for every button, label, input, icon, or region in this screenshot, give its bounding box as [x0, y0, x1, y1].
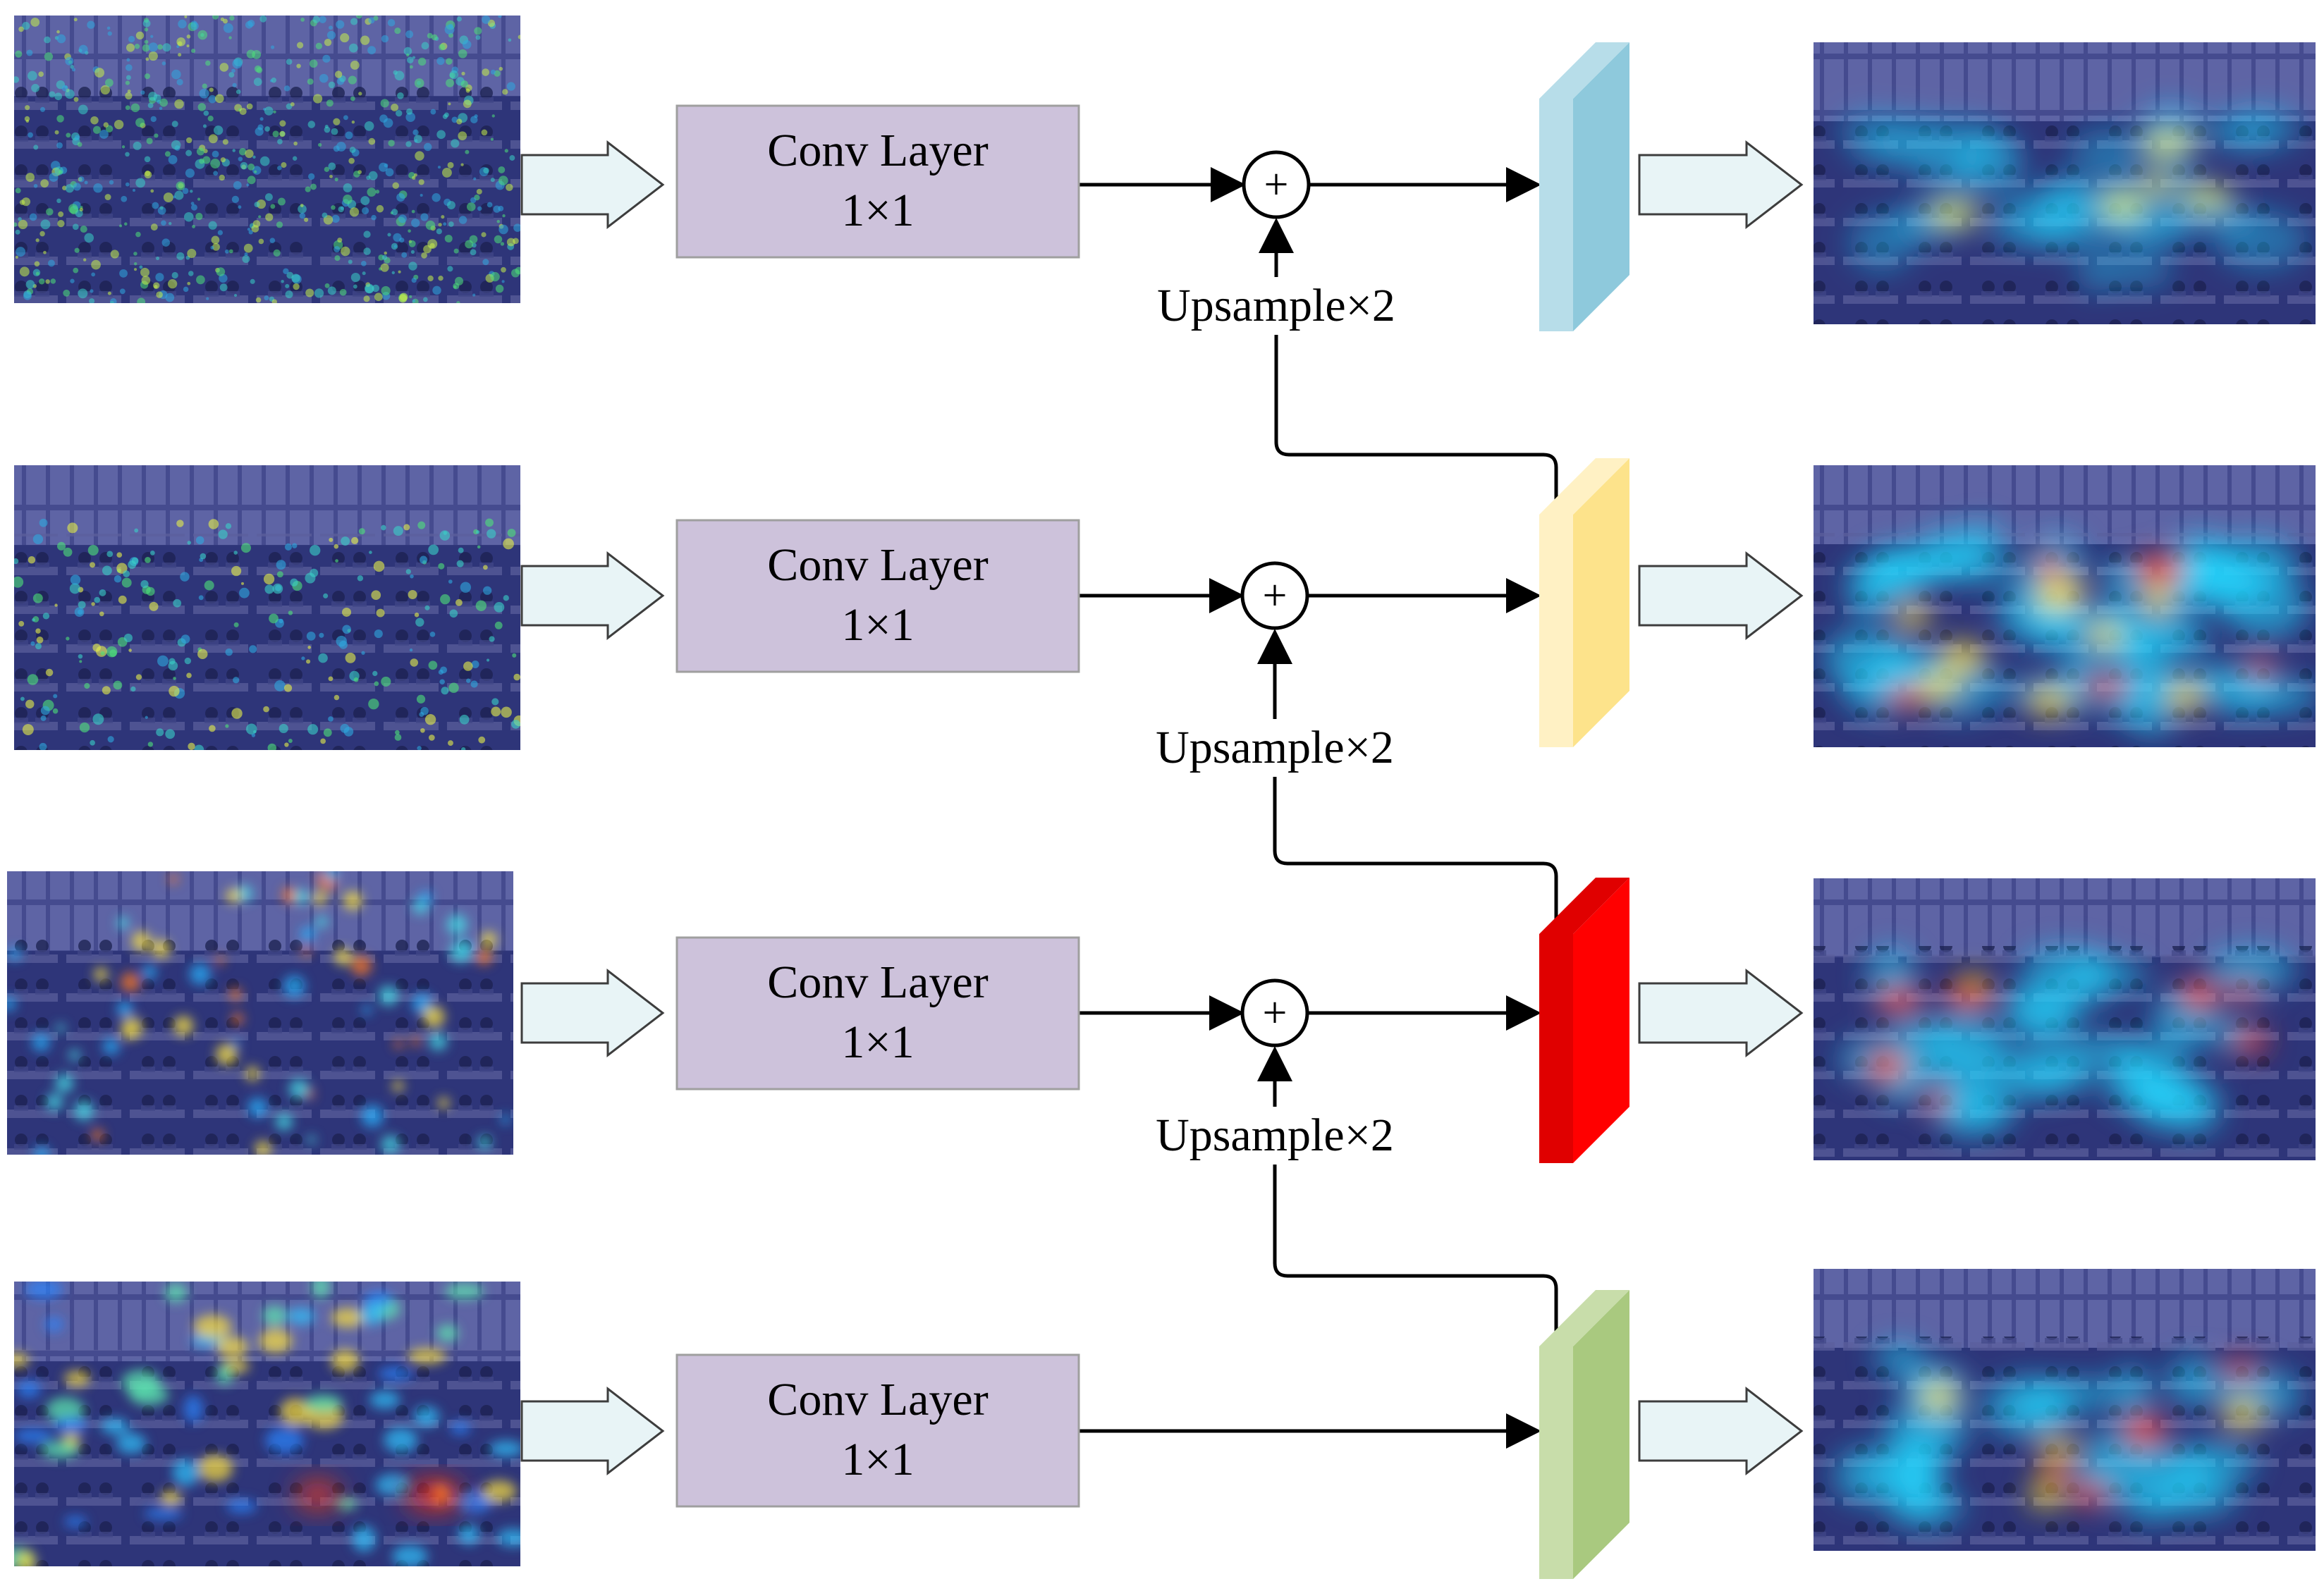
add-node-3: + — [1240, 978, 1309, 1048]
heat-layer — [7, 871, 510, 1155]
conv-layer-3: Conv Layer 1×1 — [675, 936, 1080, 1091]
output-arrow-4 — [1638, 1386, 1804, 1476]
student-desks — [14, 1349, 520, 1566]
add-nodes: + + + — [1240, 150, 1311, 1048]
block-front-face — [1539, 515, 1573, 747]
window-wall — [14, 16, 520, 97]
feature-block-4 — [1539, 1290, 1629, 1579]
block-front-face — [1539, 1346, 1573, 1579]
student-desks — [7, 939, 513, 1155]
feature-block-3 — [1539, 878, 1629, 1163]
plus-symbol: + — [1263, 989, 1288, 1037]
block-top-face — [1539, 1290, 1629, 1346]
upsample-label-1: Upsample×2 — [1157, 280, 1395, 331]
input-arrow-4 — [520, 1386, 665, 1476]
add-node-1: + — [1242, 150, 1311, 219]
feature-block-1 — [1539, 42, 1629, 331]
conv-box — [675, 519, 1080, 673]
connector-lines — [1079, 167, 1558, 1449]
window-wall — [7, 871, 513, 951]
block-front-face — [1539, 99, 1573, 331]
heat-layer — [14, 1282, 520, 1566]
block-side-face — [1573, 42, 1629, 331]
upsample-label-3: Upsample×2 — [1156, 1110, 1394, 1161]
conv-label-line2: 1×1 — [841, 1434, 914, 1485]
upsample-label-bg — [1142, 277, 1410, 335]
output-arrow-3 — [1638, 968, 1804, 1058]
upsample-path-3 — [1257, 1046, 1558, 1346]
output-heatmap-images — [1814, 42, 2316, 1551]
block-top-face — [1539, 458, 1629, 515]
conv-box — [675, 104, 1080, 259]
window-wall — [1814, 42, 2316, 121]
upsample-path-2 — [1257, 629, 1558, 934]
add-circle — [1240, 561, 1309, 630]
conv-box — [675, 1353, 1080, 1508]
upsample-label-bg — [1141, 719, 1409, 777]
add-circle — [1240, 978, 1309, 1048]
block-side-face — [1573, 1290, 1629, 1579]
window-wall — [1814, 1269, 2316, 1348]
output-arrow-1 — [1638, 140, 1804, 230]
conv-label-line1: Conv Layer — [767, 957, 988, 1008]
conv-layer-2: Conv Layer 1×1 — [675, 519, 1080, 673]
conv-label-line1: Conv Layer — [767, 125, 988, 176]
feature-block-2 — [1539, 458, 1629, 747]
input-arrow-3 — [520, 968, 665, 1058]
output-arrow-2 — [1638, 551, 1804, 641]
input-image-4 — [7, 16, 520, 1566]
block-top-face — [1539, 42, 1629, 99]
conv-label-line1: Conv Layer — [767, 539, 988, 591]
block-side-face — [1573, 458, 1629, 747]
block-front-face — [1539, 934, 1573, 1163]
upsample-label-2: Upsample×2 — [1156, 722, 1394, 773]
plus-symbol: + — [1263, 572, 1288, 620]
input-arrow-2 — [520, 551, 665, 641]
heat-layer — [1839, 104, 2307, 293]
conv-label-line2: 1×1 — [841, 185, 914, 236]
heat-layer — [1840, 947, 2295, 1136]
upsample-label-bg — [1141, 1107, 1409, 1165]
big-arrows — [520, 140, 1804, 1476]
conv-layer-1: Conv Layer 1×1 — [675, 104, 1080, 259]
block-side-face — [1573, 878, 1629, 1163]
input-arrow-1 — [520, 140, 665, 230]
feature-blocks — [1539, 42, 1629, 1579]
block-top-face — [1539, 878, 1629, 934]
add-node-2: + — [1240, 561, 1309, 630]
upsample-path-1 — [1259, 218, 1558, 515]
conv-label-line1: Conv Layer — [767, 1374, 988, 1425]
conv-label-line2: 1×1 — [841, 599, 914, 651]
plus-symbol: + — [1264, 161, 1289, 209]
window-wall — [1814, 878, 2316, 957]
add-circle — [1242, 150, 1311, 219]
heat-layer — [1823, 522, 2316, 736]
window-wall — [1814, 465, 2316, 544]
conv-box — [675, 936, 1080, 1091]
window-wall — [14, 465, 520, 546]
heat-layer — [1835, 1342, 2301, 1525]
heat-layer — [14, 518, 520, 750]
conv-label-line2: 1×1 — [841, 1016, 914, 1068]
heat-layer — [14, 16, 520, 303]
conv-layer-4: Conv Layer 1×1 — [675, 1353, 1080, 1508]
